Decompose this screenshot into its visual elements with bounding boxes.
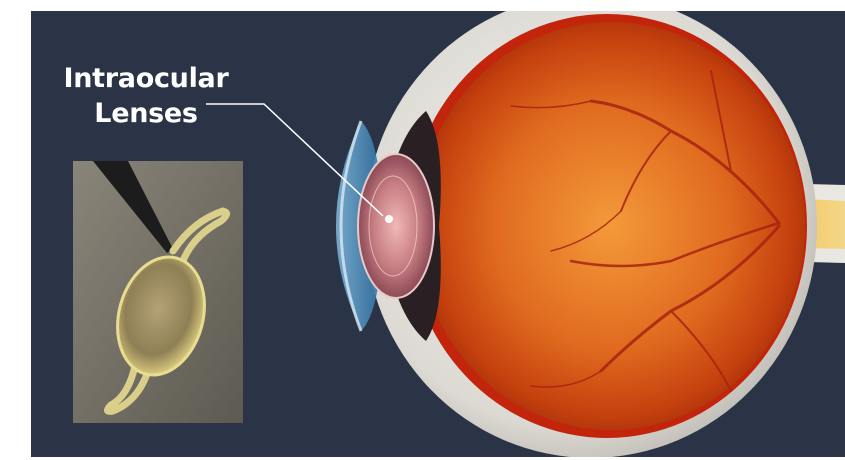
callout-label: Intraocular Lenses (61, 61, 231, 131)
illustration-panel: Intraocular Lenses (31, 11, 845, 457)
lens-photo-inset (73, 161, 243, 423)
callout-label-line1: Intraocular (61, 61, 231, 96)
callout-label-line2: Lenses (61, 96, 231, 131)
retina (417, 22, 805, 430)
